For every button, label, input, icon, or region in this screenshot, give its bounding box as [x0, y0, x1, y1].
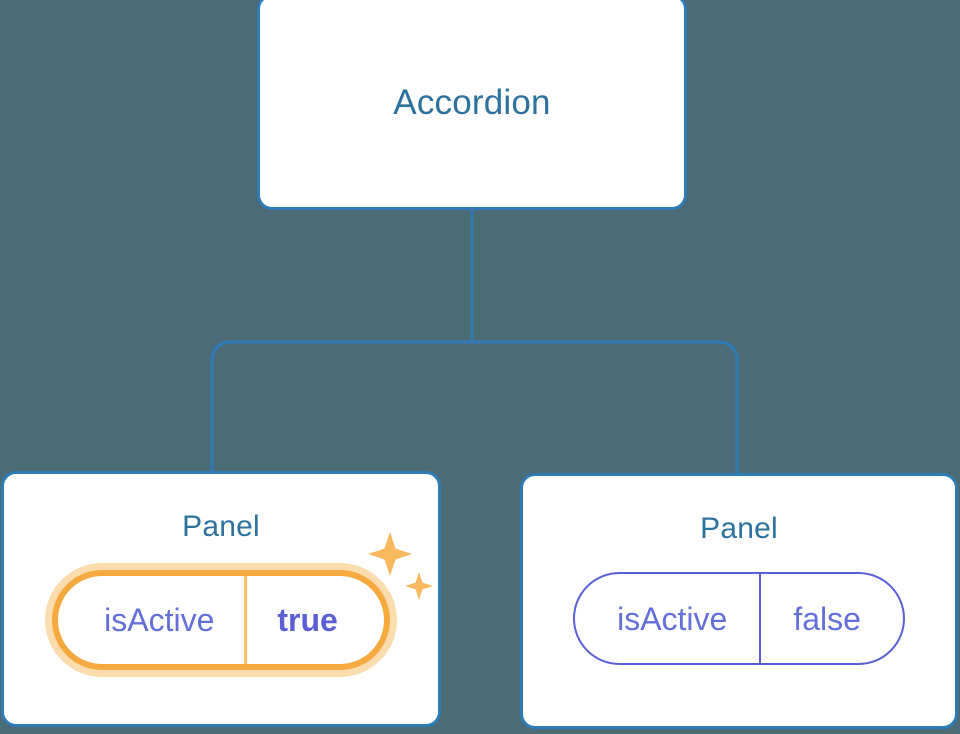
- prop-key-label: isActive: [617, 600, 728, 637]
- prop-key-label: isActive: [104, 602, 215, 638]
- node-accordion[interactable]: Accordion: [257, 0, 687, 210]
- node-panel-right[interactable]: Panel isActive false: [520, 473, 958, 729]
- prop-pill-isactive-true[interactable]: isActive true: [52, 570, 390, 670]
- node-panel-right-title: Panel: [700, 512, 778, 545]
- prop-value-label: false: [793, 600, 861, 637]
- node-panel-left-title: Panel: [182, 510, 260, 543]
- prop-value-label: true: [277, 602, 338, 638]
- prop-pill-wrap-right: isActive false: [573, 572, 905, 665]
- prop-pill-wrap-left: isActive true: [52, 532, 433, 670]
- prop-divider: [759, 574, 762, 663]
- node-accordion-title: Accordion: [393, 82, 551, 122]
- node-panel-left[interactable]: Panel isActive true: [1, 471, 441, 727]
- connector-child-bus: [210, 340, 739, 473]
- prop-divider: [244, 576, 248, 664]
- prop-pill-isactive-false[interactable]: isActive false: [573, 572, 905, 665]
- sparkle-large-icon: [367, 532, 412, 576]
- sparkle-small-icon: [404, 572, 433, 600]
